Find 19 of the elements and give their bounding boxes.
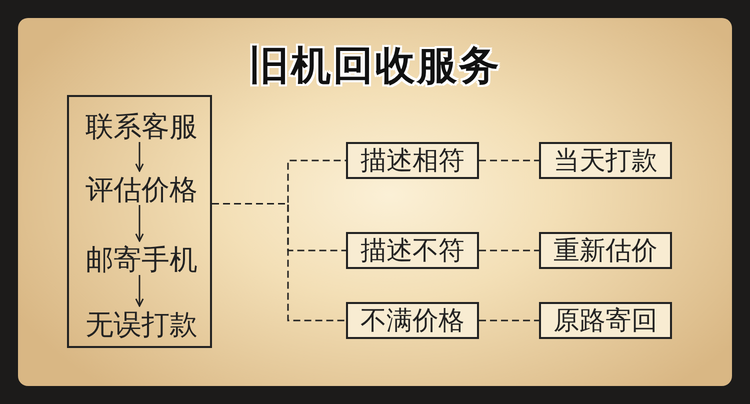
arrow [135,275,144,307]
connector-line [212,203,346,322]
connector-line [479,160,539,162]
step-box: 不满价格 [346,302,479,339]
step-label: 评估价格 [69,172,214,208]
step-box: 当天打款 [539,142,672,179]
title: 旧机回收服务 [248,42,502,91]
step-box: 描述相符 [346,142,479,179]
arrow [135,142,144,172]
step-box: 描述不符 [346,232,479,269]
step-box: 重新估价 [539,232,672,269]
step-label: 邮寄手机 [69,242,214,278]
step-label: 无误打款 [69,307,214,343]
step-box: 原路寄回 [539,302,672,339]
connector-line [479,320,539,322]
arrow [135,205,144,242]
process-box [67,95,212,348]
step-label: 联系客服 [69,109,214,145]
connector-line [479,250,539,252]
